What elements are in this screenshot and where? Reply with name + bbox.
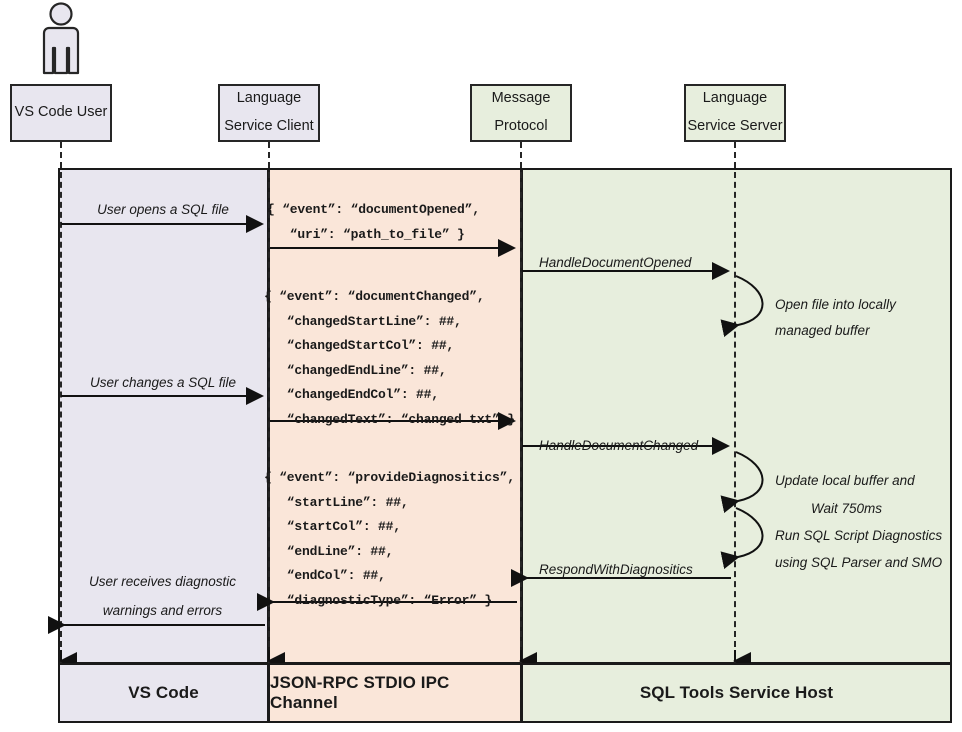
note-open-buffer-line1: Open file into locally <box>775 297 896 312</box>
participant-box-vs-code-user[interactable]: VS Code User <box>10 84 112 142</box>
participant-label-line1: VS Code User <box>14 104 108 121</box>
footer-label-sql-tools-service-host: SQL Tools Service Host <box>639 683 834 702</box>
note-run-diagnostics-line2: using SQL Parser and SMO <box>775 555 943 570</box>
lifeline-language-service-server <box>734 142 736 667</box>
label-user-opens-sql-file: User opens a SQL file <box>97 202 229 217</box>
note-open-buffer-line2: managed buffer <box>775 323 870 338</box>
swimlane-band-host <box>521 168 952 664</box>
label-handle-document-changed: HandleDocumentChanged <box>539 438 699 453</box>
participant-label-line1: Message <box>491 90 551 107</box>
label-user-receives-line2: warnings and errors <box>102 603 223 618</box>
json-payload-document-opened: { “event”: “documentOpened”, “uri”: “pat… <box>267 202 480 242</box>
vs-code-user-actor-icon <box>42 2 80 75</box>
label-user-changes-sql-file: User changes a SQL file <box>89 375 237 390</box>
footer-box-ipc-channel: JSON-RPC STDIO IPC Channel <box>268 663 522 723</box>
swimlane-band-ipc <box>268 168 522 664</box>
lifeline-message-protocol <box>520 142 522 667</box>
note-update-wait-line1: Update local buffer and <box>775 473 915 488</box>
footer-box-sql-tools-service-host: SQL Tools Service Host <box>521 663 952 723</box>
footer-label-ipc-channel: JSON-RPC STDIO IPC Channel <box>270 673 450 712</box>
participant-box-language-service-client[interactable]: Language Service Client <box>218 84 320 142</box>
participant-label-line2: Service Server <box>687 118 783 134</box>
json-payload-document-changed: { “event”: “documentChanged”, “changedSt… <box>264 289 515 427</box>
footer-label-vs-code: VS Code <box>128 683 199 702</box>
note-run-diagnostics-line1: Run SQL Script Diagnostics <box>775 528 943 543</box>
label-user-receives-line1: User receives diagnostic <box>88 574 237 589</box>
participant-label-line1: Language <box>236 90 302 107</box>
label-respond-with-diagnostics: RespondWithDiagnositics <box>539 562 693 577</box>
participant-box-language-service-server[interactable]: Language Service Server <box>684 84 786 142</box>
json-payload-provide-diagnostics: { “event”: “provideDiagnositics”, “start… <box>264 470 515 608</box>
label-handle-document-opened: HandleDocumentOpened <box>539 255 692 270</box>
participant-label-line2: Service Client <box>224 118 314 134</box>
participant-label-line2: Protocol <box>494 118 548 134</box>
footer-box-vs-code: VS Code <box>58 663 269 723</box>
lifeline-vs-code-user <box>60 142 62 667</box>
lifeline-language-service-client <box>268 142 270 667</box>
note-update-wait-line2: Wait 750ms <box>811 501 883 516</box>
participant-box-message-protocol[interactable]: Message Protocol <box>470 84 572 142</box>
participant-label-line1: Language <box>702 90 768 107</box>
swimlane-band-vscode <box>58 168 269 664</box>
